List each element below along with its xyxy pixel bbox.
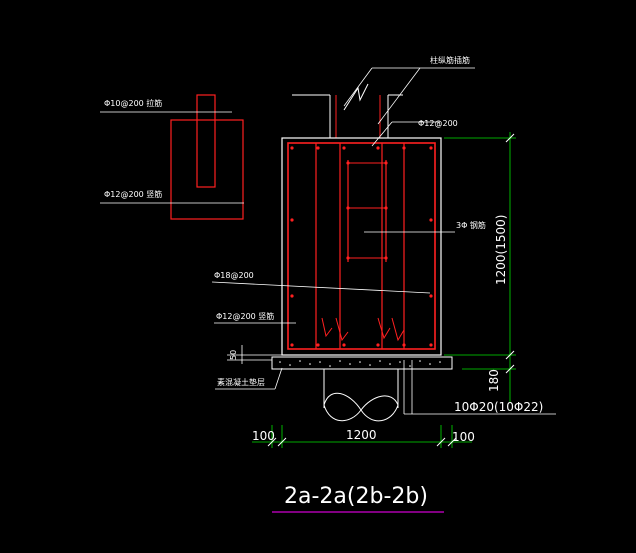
pile-cap-outline (281, 137, 442, 356)
blinding-outline (271, 356, 453, 370)
dim-right-offset: 100 (452, 430, 475, 444)
dim-height: 1200(1500) (494, 215, 508, 285)
label-cover-50: 50 (229, 350, 238, 360)
vertical-dimension (444, 132, 516, 402)
column-break-mark (343, 83, 369, 111)
label-vertical-bar: Φ12@200 竖筋 (216, 311, 274, 321)
label-three-bars: 3Φ 钢筋 (456, 220, 486, 230)
label-top-bar: Φ12@200 (418, 119, 458, 128)
detail-outer-frame (170, 119, 244, 220)
horizontal-dimension (252, 425, 472, 448)
hdim-tick-3 (436, 437, 446, 447)
dim-width: 1200 (346, 428, 377, 442)
dim-bottom-offset: 180 (487, 369, 501, 392)
hdim-tick-4 (447, 437, 457, 447)
pile (323, 360, 556, 422)
top-bar-leader (371, 121, 393, 147)
label-top-note: 柱纵筋插筋 (430, 55, 470, 65)
vdim-tick-mid (505, 350, 515, 360)
pile-cap (211, 121, 455, 356)
top-note-leader-b (377, 67, 421, 125)
bottom-note-leader (274, 367, 283, 390)
blinding-layer (215, 345, 453, 390)
label-mesh-bar: Φ18@200 (214, 271, 254, 280)
detail-inner-bar (196, 94, 216, 188)
pile-break-bottom (323, 395, 399, 422)
mesh-bar-leader (211, 281, 431, 294)
stirrup-detail (100, 94, 244, 220)
top-note-leader-a (343, 67, 373, 107)
label-side-bar-detail: Φ12@200 竖筋 (104, 189, 162, 199)
bottom-hook-1 (321, 317, 333, 338)
bottom-hook-2 (335, 317, 349, 342)
label-stirrup-detail: Φ10@200 拉筋 (104, 98, 162, 108)
drawing-title: 2a-2a(2b-2b) (284, 484, 428, 509)
label-main-rebar: 10Φ20(10Φ22) (454, 400, 543, 414)
vdim-tick-bottom (505, 364, 515, 374)
blinding-hatch (279, 360, 441, 367)
bottom-hook-3 (377, 317, 391, 340)
cap-stirrup-loop (287, 142, 436, 350)
dim-left-offset: 100 (252, 429, 275, 443)
rebar-dots (290, 146, 433, 347)
hdim-tick-2 (277, 437, 287, 447)
bottom-hook-4 (391, 317, 405, 342)
vdim-tick-top (505, 133, 515, 143)
hdim-tick-1 (267, 437, 277, 447)
label-bottom-note: 素混凝土垫层 (217, 377, 265, 387)
